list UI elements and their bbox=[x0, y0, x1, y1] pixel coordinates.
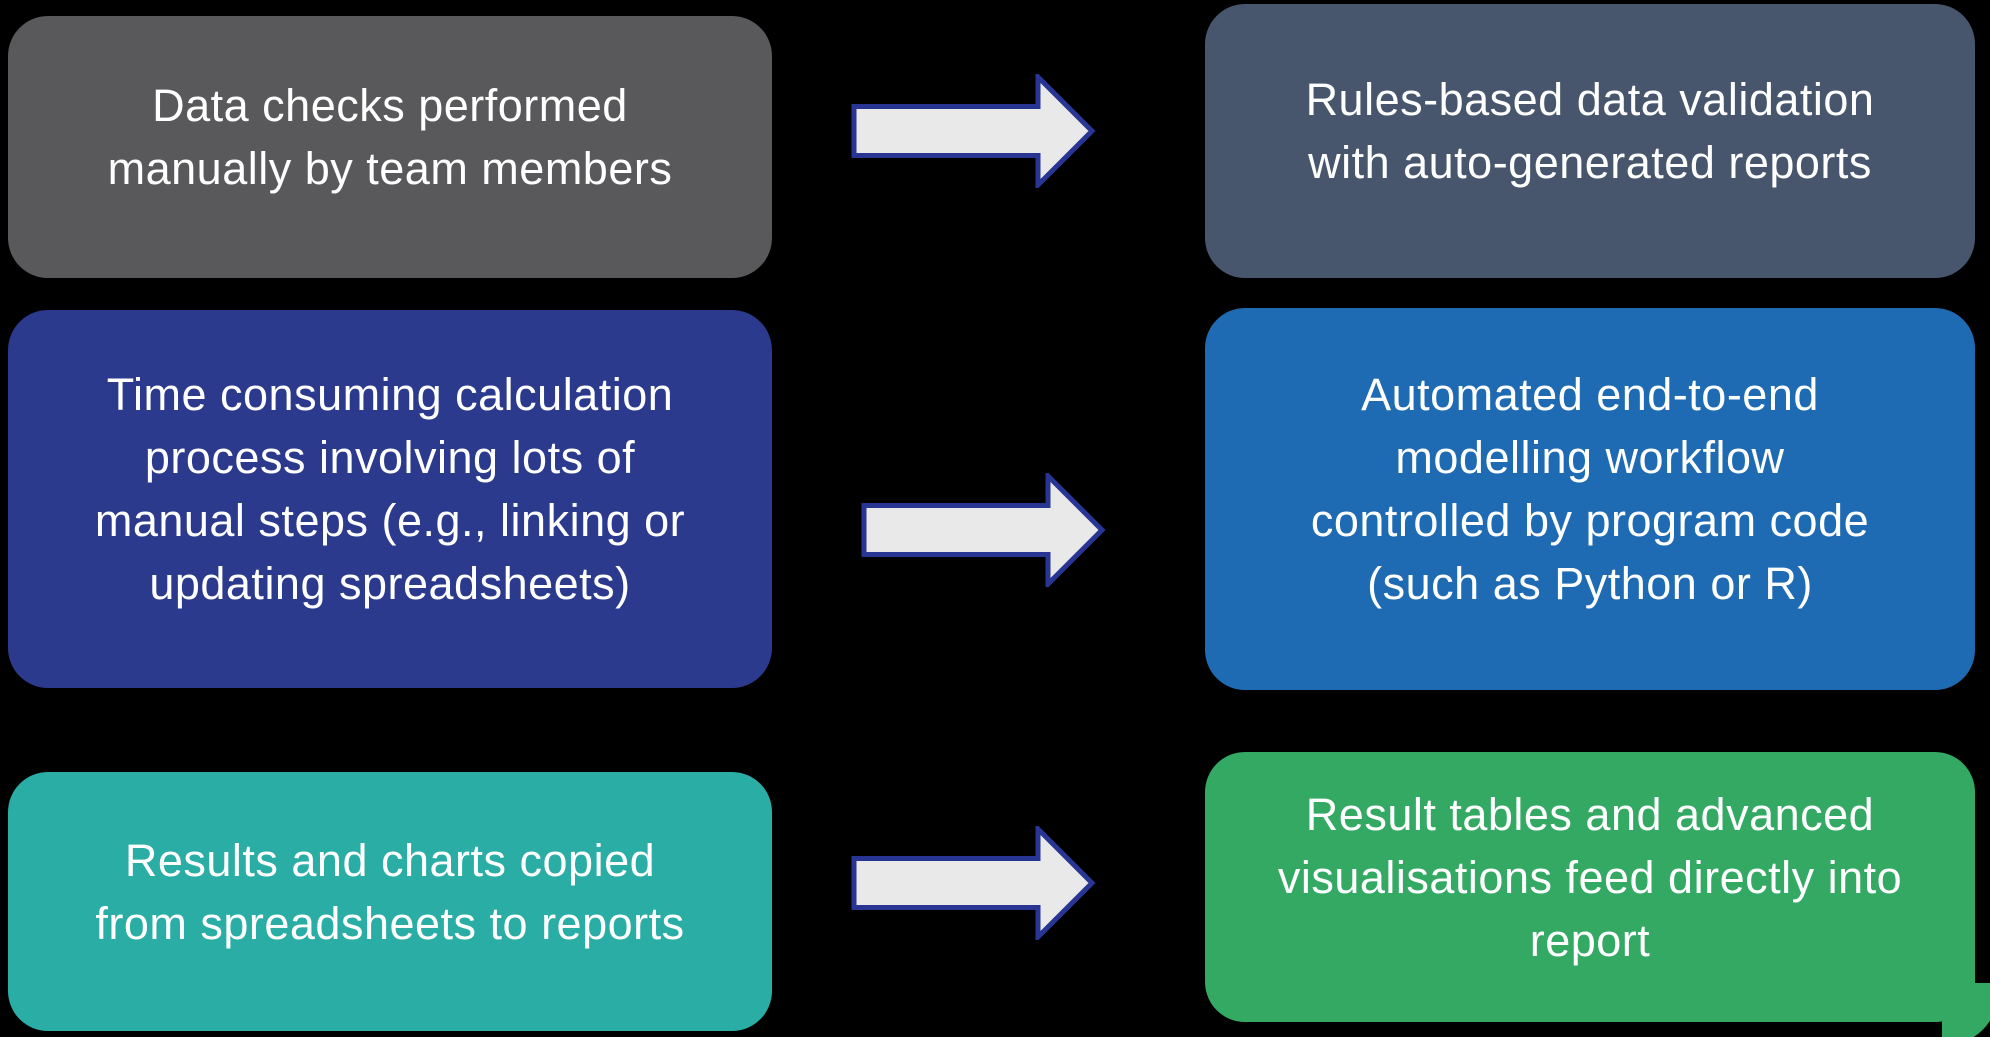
before-box-row1-label: Data checks performed manually by team m… bbox=[107, 80, 673, 194]
right-arrow-icon bbox=[851, 74, 1097, 188]
before-box-row2: Time consuming calculation process invol… bbox=[8, 310, 772, 688]
after-box-row2: Automated end-to-end modelling workflow … bbox=[1205, 308, 1975, 690]
after-box-row1: Rules-based data validation with auto-ge… bbox=[1205, 4, 1975, 278]
after-box-row1-label: Rules-based data validation with auto-ge… bbox=[1305, 74, 1875, 188]
corner-accent-shape bbox=[1942, 983, 1990, 1037]
before-box-row1: Data checks performed manually by team m… bbox=[8, 16, 772, 278]
right-arrow-icon bbox=[861, 473, 1107, 587]
after-box-row3: Result tables and advanced visualisation… bbox=[1205, 752, 1975, 1022]
before-box-row2-label: Time consuming calculation process invol… bbox=[94, 369, 686, 609]
right-arrow-icon bbox=[851, 826, 1097, 940]
before-box-row3: Results and charts copied from spreadshe… bbox=[8, 772, 772, 1031]
before-box-row3-label: Results and charts copied from spreadshe… bbox=[95, 834, 685, 949]
after-box-row2-label: Automated end-to-end modelling workflow … bbox=[1310, 369, 1870, 609]
after-box-row3-label: Result tables and advanced visualisation… bbox=[1277, 788, 1903, 966]
